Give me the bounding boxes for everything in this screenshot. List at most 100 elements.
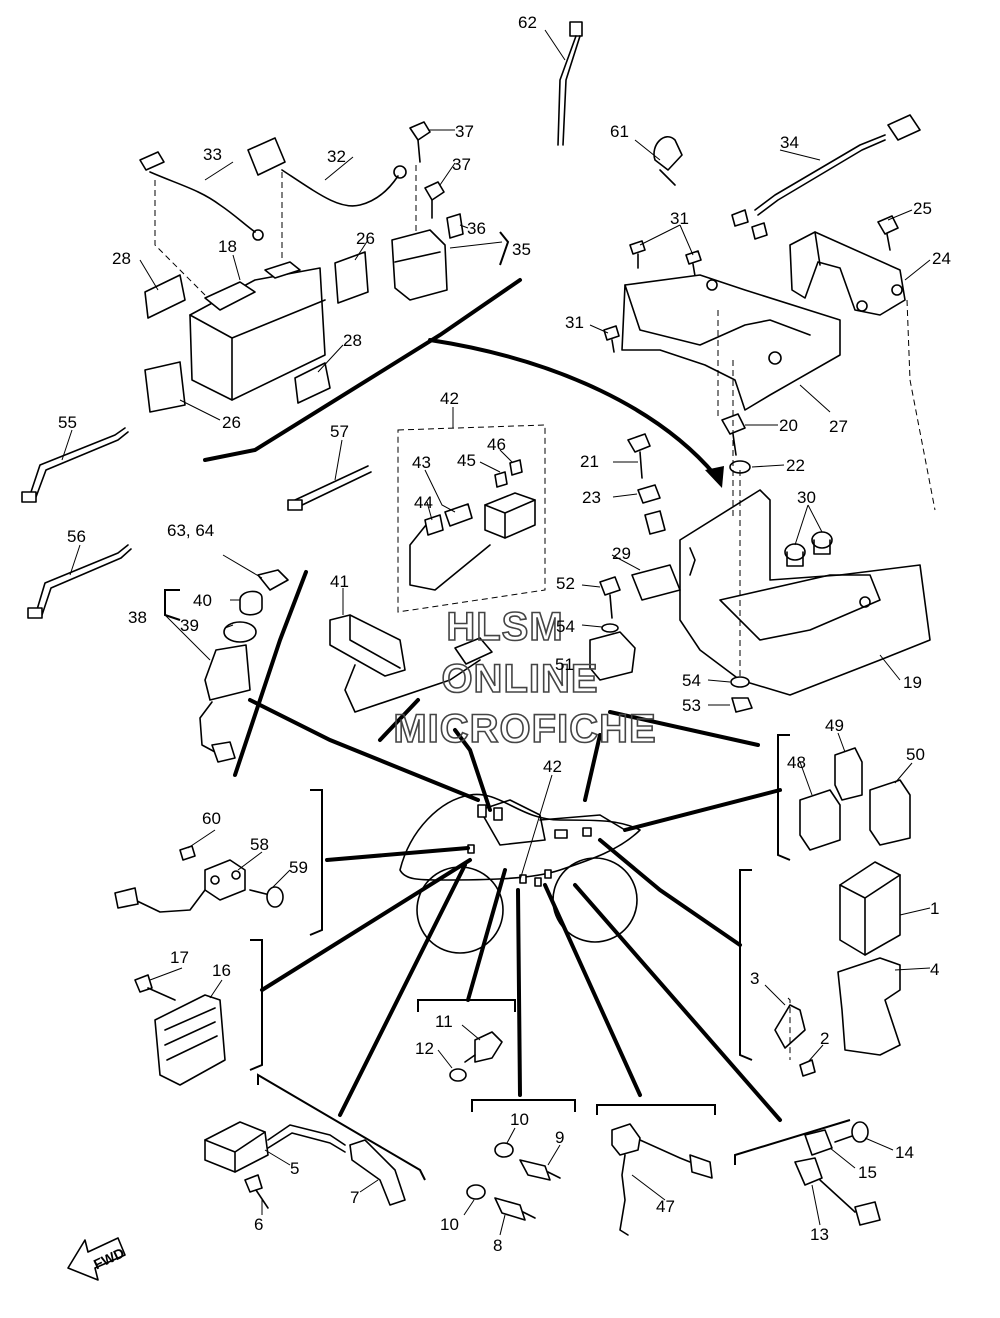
cable-tie-57 <box>287 465 372 511</box>
callout-1: 1 <box>930 899 939 918</box>
callout-28-upper: 28 <box>112 249 131 268</box>
callout-12: 12 <box>415 1039 434 1058</box>
callout-20: 20 <box>779 416 798 435</box>
callout-29: 29 <box>612 544 631 563</box>
battery-pad-26-upper <box>334 251 369 304</box>
callout-35: 35 <box>512 240 531 259</box>
relay-41 <box>329 614 493 713</box>
fuse-box-42 <box>409 459 536 591</box>
callout-54-lower: 54 <box>682 671 701 690</box>
callout-16: 16 <box>212 961 231 980</box>
sensor-47 <box>611 1123 713 1236</box>
callout-34: 34 <box>780 133 799 152</box>
bolt-31-right <box>685 250 702 277</box>
callout-36: 36 <box>467 219 486 238</box>
battery-box-group <box>428 114 936 713</box>
battery-minus-lead-33 <box>139 151 264 241</box>
callout-54-upper: 54 <box>556 617 575 636</box>
motorcycle-outline <box>248 698 782 1122</box>
bolt-21 <box>627 433 651 479</box>
callout-61: 61 <box>610 122 629 141</box>
callout-32: 32 <box>327 147 346 166</box>
callout-46: 46 <box>487 435 506 454</box>
battery-pad-28-lower <box>294 362 331 404</box>
callout-40: 40 <box>193 591 212 610</box>
washer-54-left <box>601 623 619 633</box>
watermark-line-2: ONLINE <box>441 657 598 701</box>
battery-band-24 <box>789 231 906 316</box>
callout-21: 21 <box>580 452 599 471</box>
switch-11 <box>464 1031 503 1063</box>
sensor-8 <box>494 1197 536 1221</box>
callout-53: 53 <box>682 696 701 715</box>
callout-13: 13 <box>810 1225 829 1244</box>
callout-58: 58 <box>250 835 269 854</box>
rectifier-regulator-16 <box>154 994 226 1086</box>
bolt-31-left <box>629 240 646 269</box>
callout-17: 17 <box>170 948 189 967</box>
callout-11: 11 <box>435 1012 453 1031</box>
nut-53 <box>731 697 753 713</box>
cover-15 <box>804 1129 833 1156</box>
ecu-1 <box>839 861 901 956</box>
bracket-3 <box>774 1004 806 1049</box>
pad-29 <box>631 564 681 601</box>
collar-23 <box>637 484 661 504</box>
damper <box>644 510 666 535</box>
clamp-61 <box>653 136 683 186</box>
middle-left-group <box>21 407 546 777</box>
callout-45: 45 <box>457 451 476 470</box>
sensor-9 <box>519 1159 561 1181</box>
bolt-37-upper <box>409 121 431 163</box>
callout-48: 48 <box>787 753 806 772</box>
callout-37-lower: 37 <box>452 155 471 174</box>
callout-15: 15 <box>858 1163 877 1182</box>
nut-60 <box>179 845 196 861</box>
bolt-31-lower <box>603 325 620 353</box>
callout-2: 2 <box>820 1029 829 1048</box>
battery-pad-26-lower <box>144 361 186 413</box>
relays-group <box>777 732 913 861</box>
callout-60: 60 <box>202 809 221 828</box>
relay-48 <box>799 789 841 851</box>
damper-30-left <box>784 543 806 567</box>
callout-30: 30 <box>797 488 816 507</box>
ecu-holder-4 <box>837 957 901 1056</box>
callout-39: 39 <box>180 616 199 635</box>
callout-28-lower: 28 <box>343 331 362 350</box>
battery-case-19 <box>679 489 931 696</box>
plug-cap-7 <box>349 1139 406 1206</box>
bolt-17 <box>134 974 176 1001</box>
callout-59: 59 <box>289 858 308 877</box>
callout-8: 8 <box>493 1236 502 1255</box>
battery-pad-28-upper <box>144 274 186 319</box>
rectifier-group <box>134 939 263 1086</box>
callout-44: 44 <box>414 493 433 512</box>
callout-51: 51 <box>555 655 574 674</box>
callout-18: 18 <box>218 237 237 256</box>
sensor-group <box>114 789 323 936</box>
callout-31-lower: 31 <box>565 313 584 332</box>
main-switch-38 <box>199 569 289 763</box>
watermark: HLSM ONLINE MICROFICHE <box>393 604 657 752</box>
callout-63-64: 63, 64 <box>167 521 214 540</box>
callout-37-upper: 37 <box>455 122 474 141</box>
callout-26-lower: 26 <box>222 413 241 432</box>
fwd-arrow: FWD <box>67 1237 127 1281</box>
washer-54-right <box>730 676 750 688</box>
callout-5: 5 <box>290 1159 299 1178</box>
gasket-12 <box>449 1068 467 1082</box>
sub-wire-harness-34 <box>731 114 921 240</box>
callout-62: 62 <box>518 13 537 32</box>
callout-23: 23 <box>582 488 601 507</box>
callout-52: 52 <box>556 574 575 593</box>
callout-43: 43 <box>412 453 431 472</box>
relay-50 <box>869 779 911 846</box>
battery-case-bracket-27 <box>621 274 841 411</box>
cable-tie-55 <box>21 427 129 503</box>
gasket-10-upper <box>494 1142 514 1158</box>
callout-10-upper: 10 <box>510 1110 529 1129</box>
callout-31-upper: 31 <box>670 209 689 228</box>
bolt-37-lower <box>424 181 445 219</box>
